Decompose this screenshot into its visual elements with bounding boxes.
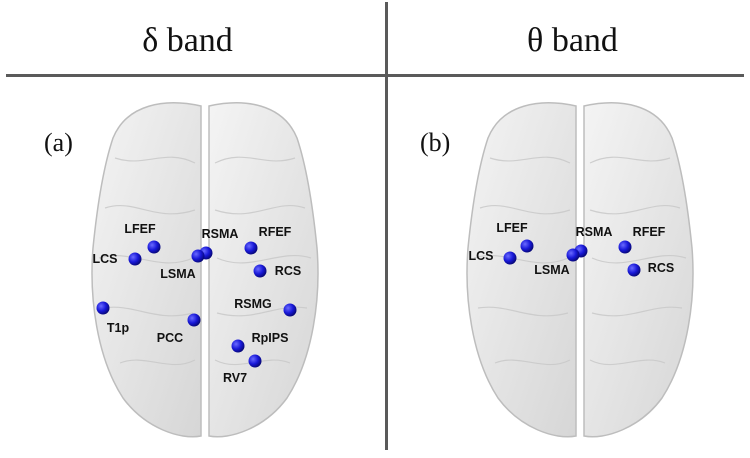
node-rv7 — [248, 354, 262, 368]
node-label-rv7: RV7 — [223, 371, 247, 385]
node-rpips — [231, 339, 245, 353]
node-label-lsma: LSMA — [534, 263, 569, 277]
node-label-lcs: LCS — [469, 249, 494, 263]
panel-b-label: (b) — [420, 128, 451, 157]
node-rfef — [618, 240, 632, 254]
node-label-rfef: RFEF — [633, 225, 666, 239]
node-label-rpips: RpIPS — [252, 331, 289, 345]
panel-b-title: θ band — [527, 22, 618, 59]
node-label-rcs: RCS — [648, 261, 674, 275]
node-lsma — [566, 248, 580, 262]
vertical-divider — [385, 2, 388, 450]
node-rcs — [253, 264, 267, 278]
node-lsma — [191, 249, 205, 263]
node-label-rsma: RSMA — [576, 225, 613, 239]
node-label-rsmg: RSMG — [234, 297, 272, 311]
node-lfef — [147, 240, 161, 254]
horizontal-divider — [6, 74, 744, 77]
node-label-pcc: PCC — [157, 331, 183, 345]
node-label-lcs: LCS — [93, 252, 118, 266]
node-rfef — [244, 241, 258, 255]
node-label-t1p: T1p — [107, 321, 130, 335]
node-label-rcs: RCS — [275, 264, 301, 278]
node-label-lfef: LFEF — [496, 221, 528, 235]
node-rsmg — [283, 303, 297, 317]
left-hemisphere — [91, 102, 202, 438]
node-lcs — [503, 251, 517, 265]
node-label-lsma: LSMA — [160, 267, 195, 281]
node-rcs — [627, 263, 641, 277]
node-label-rfef: RFEF — [259, 225, 292, 239]
node-t1p — [96, 301, 110, 315]
node-label-rsma: RSMA — [202, 227, 239, 241]
left-hemisphere — [466, 102, 577, 438]
node-pcc — [187, 313, 201, 327]
panel-a-label: (a) — [44, 128, 73, 157]
node-label-lfef: LFEF — [124, 222, 156, 236]
panel-a-title: δ band — [142, 22, 233, 59]
node-lcs — [128, 252, 142, 266]
node-lfef — [520, 239, 534, 253]
